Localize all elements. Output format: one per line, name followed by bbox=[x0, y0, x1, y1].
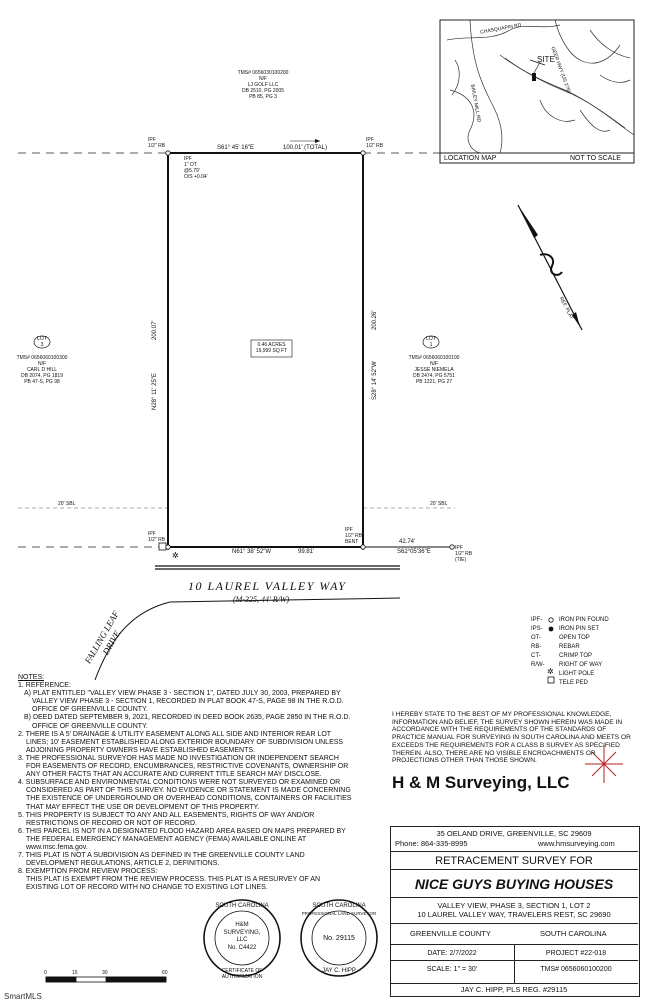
bearing-left: N28° 11' 25"E bbox=[152, 373, 158, 410]
scale-tick-30: 30 bbox=[102, 970, 108, 976]
bearing-right: S28° 14' 52"W bbox=[372, 361, 378, 400]
scale-tick-0: 0 bbox=[44, 970, 47, 976]
scale-bar bbox=[45, 976, 167, 983]
bearing-tie-dist: 42.74' bbox=[399, 539, 416, 545]
compass-star-icon bbox=[585, 745, 623, 783]
seal-left-top: SOUTH CAROLINA bbox=[215, 903, 269, 909]
road-edges bbox=[94, 565, 401, 681]
north-arrow-icon bbox=[517, 204, 583, 331]
state: SOUTH CAROLINA bbox=[540, 929, 607, 938]
company-phone: Phone: 864-335-8995 bbox=[395, 839, 468, 848]
surveyor-name: JAY C. HIPP, PLS REG. #29115 bbox=[460, 985, 568, 994]
seal-right-bottom: JAY C. HIPP bbox=[322, 968, 356, 974]
site-label: SITE bbox=[537, 55, 555, 64]
location-map-label: LOCATION MAP bbox=[444, 155, 497, 162]
company-name: H & M Surveying, LLC bbox=[392, 773, 570, 792]
bearing-right-dist: 200.26' bbox=[372, 310, 378, 331]
client-name: NICE GUYS BUYING HOUSES bbox=[414, 876, 614, 892]
setback-left: 20' SBL bbox=[58, 501, 76, 507]
notes-heading: NOTES: bbox=[18, 674, 45, 681]
seal-right-number: No. 29115 bbox=[323, 935, 355, 942]
survey-date: DATE: 2/7/2022 bbox=[427, 950, 477, 957]
lot-boundary bbox=[167, 152, 364, 548]
bearing-top-dist: 100.01' (TOTAL) bbox=[283, 145, 327, 151]
seal-right-ring: PROFESSIONAL LAND SURVEYOR bbox=[301, 911, 377, 916]
drawing-scale: SCALE: 1" = 30' bbox=[426, 966, 478, 973]
county: GREENVILLE COUNTY bbox=[410, 929, 491, 938]
bearing-tie: S62°05'36"E bbox=[397, 549, 431, 555]
legend: IPF-IRON PIN FOUND IPS-IRON PIN SET OT-O… bbox=[531, 617, 609, 686]
bearing-bottom: N61° 38' 52"W bbox=[232, 549, 272, 555]
seal-right-top: SOUTH CAROLINA bbox=[312, 903, 366, 909]
bearing-left-dist: 200.07' bbox=[152, 320, 158, 341]
survey-type: RETRACEMENT SURVEY FOR bbox=[435, 855, 593, 867]
watermark: SmartMLS bbox=[4, 992, 42, 1001]
scale-tick-15: 15 bbox=[72, 970, 78, 976]
adjoiner-lines bbox=[18, 152, 455, 550]
scale-tick-60: 60 bbox=[162, 970, 168, 976]
location-map-frame bbox=[439, 19, 635, 164]
seal-right bbox=[300, 899, 378, 977]
road-name: 10 LAUREL VALLEY WAY bbox=[188, 579, 347, 593]
surveyor-statement: I HEREBY STATE TO THE BEST OF MY PROFESS… bbox=[392, 711, 631, 765]
seal-left-bottom: CERTIFICATE OF AUTHORIZATION bbox=[221, 968, 263, 980]
location-map-roads bbox=[446, 19, 635, 154]
company-address: 35 OELAND DRIVE, GREENVILLE, SC 29609 bbox=[436, 829, 592, 838]
road-sub: (M-325, 44' R/W) bbox=[233, 595, 290, 604]
location-map-scale: NOT TO SCALE bbox=[570, 155, 621, 162]
seal-left bbox=[203, 899, 281, 977]
project-number: PROJECT #22-018 bbox=[545, 950, 607, 957]
company-web: www.hmsurveying.com bbox=[538, 839, 615, 848]
title-block bbox=[390, 826, 640, 997]
svg-text:✲: ✲ bbox=[547, 667, 554, 676]
light-pole-icon: ✲ bbox=[172, 551, 179, 560]
bearing-top: S61° 45' 16"E bbox=[217, 145, 255, 151]
notes: NOTES: 1. REFERENCE: A) PLAT ENTITLED "V… bbox=[18, 674, 388, 893]
bearing-bottom-dist: 99.81' bbox=[298, 549, 315, 555]
tms-number: TMS# 0656060100200 bbox=[540, 966, 612, 973]
setback-right: 20' SBL bbox=[430, 501, 448, 507]
